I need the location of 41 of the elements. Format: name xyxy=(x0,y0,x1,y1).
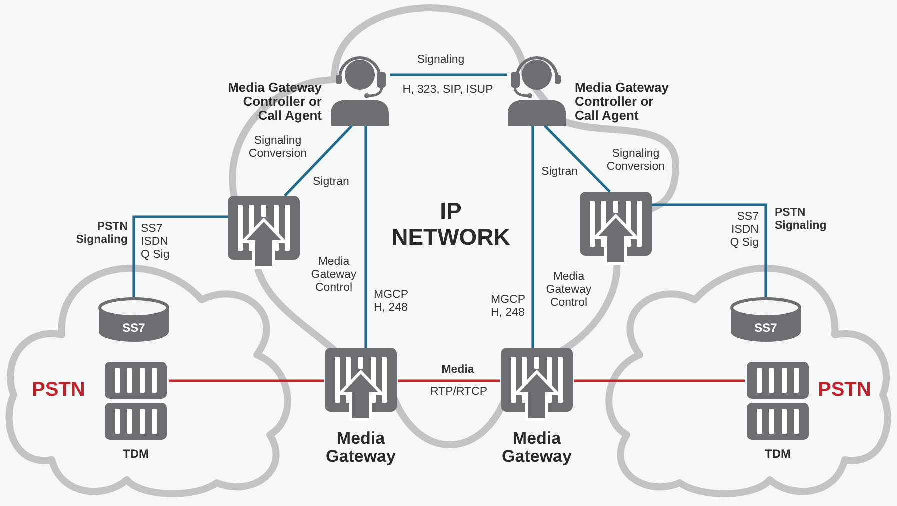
connector-line xyxy=(652,204,768,297)
connector-line xyxy=(532,126,534,348)
connector-line xyxy=(390,74,507,76)
up-arrow-panel-icon xyxy=(228,196,300,270)
edge-label: Media xyxy=(440,364,476,377)
annotation-label: PSTN Signaling xyxy=(75,221,128,247)
database-cylinder xyxy=(730,297,802,343)
edge-label: Signaling xyxy=(416,54,466,67)
edge-label: Sigtran xyxy=(540,166,578,179)
node-label: Media Gateway Controller or Call Agent xyxy=(227,81,322,123)
node-label: Media Gateway xyxy=(325,430,397,466)
annotation-label: H, 323, SIP, ISUP xyxy=(402,84,494,97)
annotation-label: Media Gateway Control xyxy=(545,271,593,310)
connector-line xyxy=(284,125,353,197)
node-label: SS7 xyxy=(122,321,146,335)
annotation-label: PSTN Signaling xyxy=(775,207,828,233)
edge-label: MGCP H, 248 xyxy=(374,289,410,315)
annotation-label: Media Gateway Control xyxy=(310,256,358,295)
connector-line xyxy=(364,126,368,348)
annotation-label: RTP/RTCP xyxy=(429,386,489,399)
up-arrow-panel-icon xyxy=(580,192,652,266)
annotation-label: Signaling Conversion xyxy=(606,148,666,174)
database-cylinder xyxy=(98,297,170,343)
node-label: IP NETWORK xyxy=(390,198,512,250)
connector-line xyxy=(398,380,500,382)
connector-line xyxy=(169,380,324,382)
node-label: SS7 xyxy=(754,321,778,335)
connector-line xyxy=(574,380,745,382)
node-label: Media Gateway xyxy=(501,430,573,466)
node-label: PSTN xyxy=(32,379,86,402)
edge-label: SS7 ISDN Q Sig xyxy=(141,223,171,262)
node-label: TDM xyxy=(765,448,791,461)
annotation-label: Signaling Conversion xyxy=(248,135,308,161)
edge-label: Sigtran xyxy=(313,176,350,189)
edge-label: MGCP H, 248 xyxy=(491,294,526,320)
node-label: PSTN xyxy=(818,379,872,402)
edge-label: SS7 ISDN Q Sig xyxy=(729,211,759,250)
node-label: TDM xyxy=(123,448,149,461)
node-label: Media Gateway Controller or Call Agent xyxy=(575,81,670,123)
connector-line xyxy=(132,216,228,297)
connector-line xyxy=(544,125,611,193)
